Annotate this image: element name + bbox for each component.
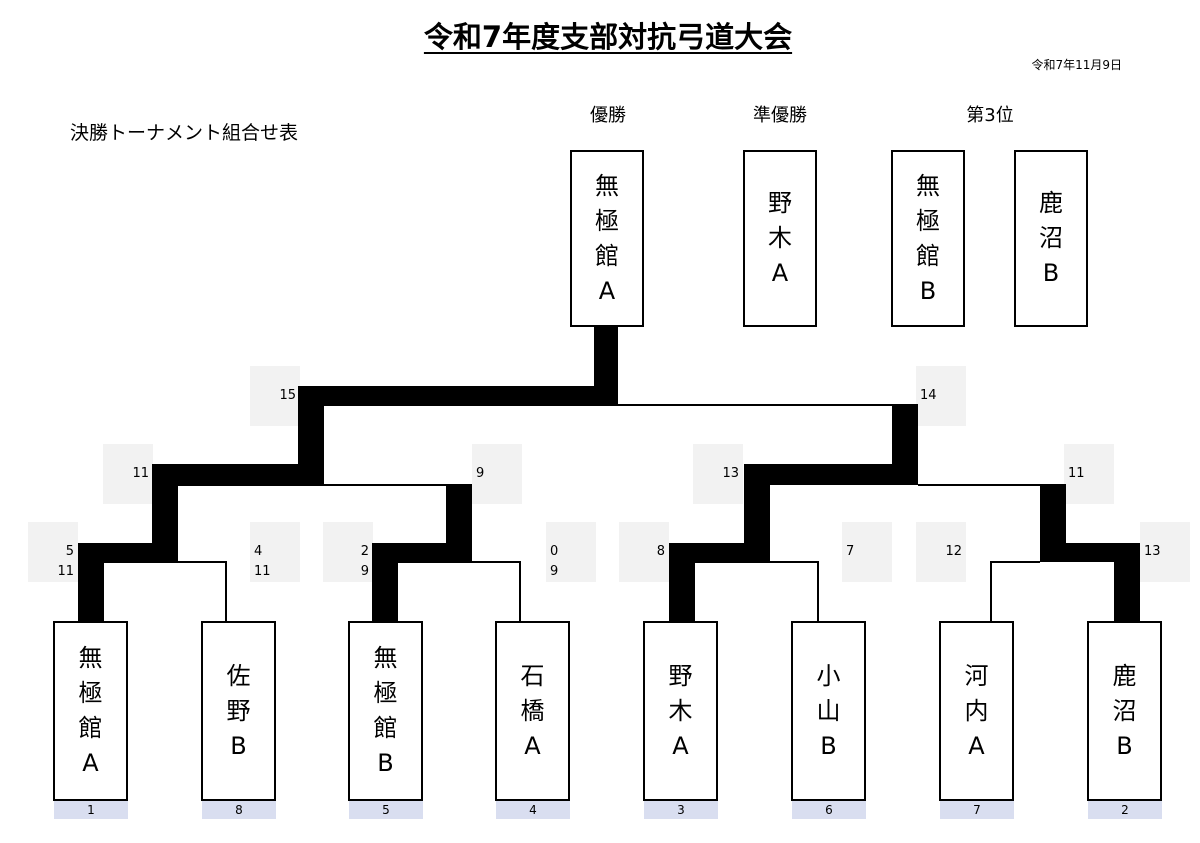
score-r1-m3-a: 8 [619, 522, 669, 582]
score-r1-m4-b: 13 [1140, 522, 1190, 582]
bracket-subtitle: 決勝トーナメント組合せ表 [70, 122, 299, 144]
score-r2-m2-a: 13 [693, 444, 743, 504]
score-final-b: 14 [916, 366, 966, 426]
score-r1-m3-b: 7 [842, 522, 892, 582]
team-box: 無 極 館 A [53, 621, 128, 801]
team-box: 野 木 A [643, 621, 718, 801]
team-box: 石 橋 A [495, 621, 570, 801]
runner-up-label: 準優勝 [753, 105, 807, 126]
third-place-box-1: 無 極 館 B [891, 150, 965, 327]
score-r2-m1-a: 11 [103, 444, 153, 504]
score-r1-m4-a: 12 [916, 522, 966, 582]
team-box: 鹿 沼 B [1087, 621, 1162, 801]
seed-number: 8 [202, 801, 276, 819]
seed-number: 6 [792, 801, 866, 819]
score-r2-m2-b: 11 [1064, 444, 1114, 504]
page-title: 令和7年度支部対抗弓道大会 [423, 20, 793, 54]
team-box: 河 内 A [939, 621, 1014, 801]
score-r2-m1-b: 9 [472, 444, 522, 504]
score-r1-m1-b: 4 11 [250, 522, 300, 582]
champion-box: 無 極 館 A [570, 150, 644, 327]
team-box: 佐 野 B [201, 621, 276, 801]
runner-up-box: 野 木 A [743, 150, 817, 327]
score-r1-m2-a: 2 9 [323, 522, 373, 582]
team-box: 小 山 B [791, 621, 866, 801]
score-r1-m1-a: 5 11 [28, 522, 78, 582]
seed-number: 2 [1088, 801, 1162, 819]
seed-number: 1 [54, 801, 128, 819]
third-place-box-2: 鹿 沼 B [1014, 150, 1088, 327]
team-box: 無 極 館 B [348, 621, 423, 801]
event-date: 令和7年11月9日 [1031, 58, 1122, 72]
champion-label: 優勝 [590, 105, 626, 126]
score-final-a: 15 [250, 366, 300, 426]
third-place-label: 第3位 [966, 105, 1014, 126]
seed-number: 3 [644, 801, 718, 819]
seed-number: 5 [349, 801, 423, 819]
seed-number: 7 [940, 801, 1014, 819]
score-r1-m2-b: 0 9 [546, 522, 596, 582]
seed-number: 4 [496, 801, 570, 819]
